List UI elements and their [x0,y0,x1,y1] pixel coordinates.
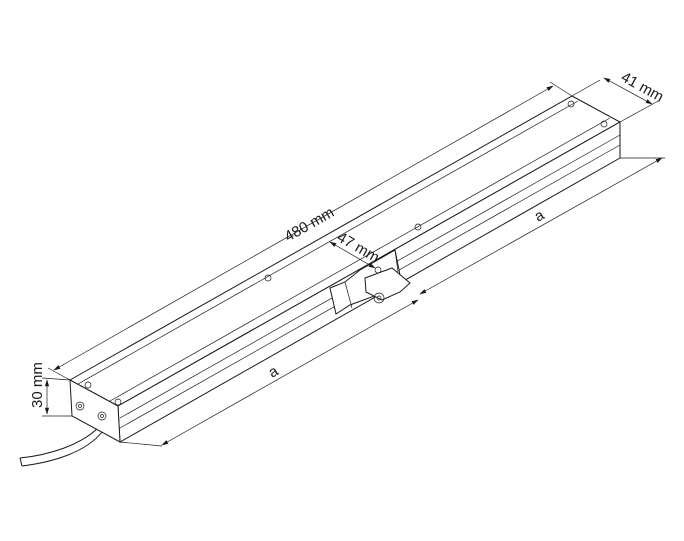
a-right-label: a [532,206,548,225]
width-label: 41 mm [618,69,666,106]
height-label: 30 mm [29,362,46,408]
cable [19,427,103,467]
dimension-lines [41,77,665,447]
actuator-body [68,95,622,443]
